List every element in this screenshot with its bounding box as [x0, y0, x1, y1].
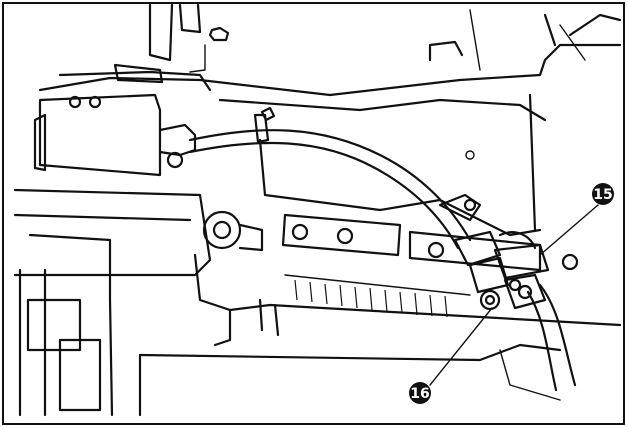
leader-line-15 [539, 204, 599, 256]
machine-illustration [13, 3, 622, 417]
knob [202, 210, 264, 252]
presser-block [33, 93, 197, 177]
callout-15: 15 [592, 183, 614, 205]
arm-top-outline [38, 43, 622, 97]
arm-upper-ridge [218, 98, 547, 122]
leader-line-16 [429, 307, 493, 386]
air-tubes [188, 106, 577, 392]
top-bracket [58, 3, 230, 92]
callout-16-number: 16 [410, 386, 429, 402]
callout-16: 16 [409, 382, 431, 404]
vent-slots [284, 274, 471, 318]
machine-bed [13, 188, 622, 417]
fitting-assembly [438, 193, 550, 311]
callout-15-number: 15 [593, 187, 612, 203]
base-plate [281, 213, 579, 272]
